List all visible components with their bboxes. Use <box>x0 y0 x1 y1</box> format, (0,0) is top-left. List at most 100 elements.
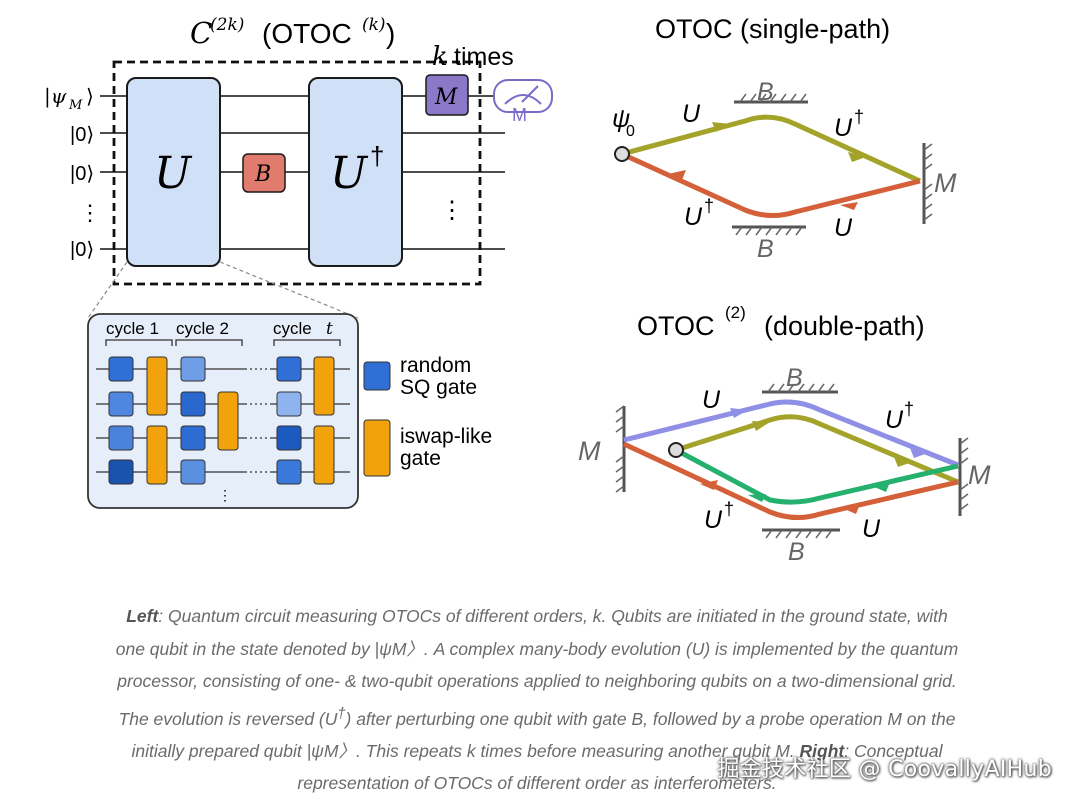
double-bottom-mirror <box>762 528 840 539</box>
svg-text:U: U <box>885 406 904 434</box>
sq-gates <box>108 356 302 485</box>
svg-text:(OTOC: (OTOC <box>262 18 352 49</box>
double-right-mirror <box>958 437 969 516</box>
svg-text:times: times <box>454 43 514 71</box>
measurement-meter-icon: M <box>493 79 553 125</box>
udag-gate-block <box>308 77 403 267</box>
caption-dagger: † <box>337 705 346 722</box>
caption-line1-text: : Quantum circuit measuring OTOCs of dif… <box>158 606 948 626</box>
svg-text:B: B <box>786 364 803 392</box>
u-gate-label: U <box>154 148 193 199</box>
svg-text:(double-path): (double-path) <box>764 311 925 341</box>
qubit-labels: |ψ M ⟩ |0⟩ |0⟩ |0⟩ ⋮ <box>44 84 101 261</box>
single-path-arrows <box>668 122 866 210</box>
circuit-title: C (2k) (OTOC (k) ) <box>190 15 395 50</box>
svg-text:U: U <box>834 214 853 242</box>
svg-text:U: U <box>862 515 881 543</box>
svg-text:(2): (2) <box>725 303 746 322</box>
psi0-node <box>614 146 630 162</box>
svg-text:C: C <box>190 16 212 50</box>
double-top-mirror <box>762 383 838 394</box>
svg-text:†: † <box>904 399 914 419</box>
svg-text:†: † <box>854 107 864 127</box>
caption-line-3: processor, consisting of one- & two-qubi… <box>117 671 957 691</box>
iswap-legend-swatch <box>363 419 391 477</box>
sq-legend-line2: SQ gate <box>400 376 477 399</box>
svg-text:M: M <box>68 98 83 113</box>
svg-text:B: B <box>757 235 774 263</box>
svg-text:): ) <box>386 18 395 49</box>
caption-line5a: initially prepared qubit |ψM〉. This repe… <box>131 740 800 761</box>
svg-text:(k): (k) <box>362 15 386 35</box>
caption-line-6: representation of OTOCs of different ord… <box>297 773 777 794</box>
svg-text:cycle 2: cycle 2 <box>176 319 229 338</box>
svg-text:⋮: ⋮ <box>79 200 101 225</box>
svg-text:U: U <box>704 506 723 534</box>
svg-text:M: M <box>968 460 991 490</box>
svg-text:(2k): (2k) <box>210 15 244 35</box>
sq-legend-line1: random <box>400 354 471 377</box>
k-times-box <box>112 60 482 286</box>
svg-text:B: B <box>788 538 805 566</box>
caption-line-4: The evolution is reversed (U†) after per… <box>0 698 1074 735</box>
double-left-mirror <box>615 405 626 493</box>
figure-caption: Left: Quantum circuit measuring OTOCs of… <box>0 600 1074 800</box>
svg-text:B: B <box>757 78 774 106</box>
svg-text:cycle 1: cycle 1 <box>106 319 159 338</box>
m-gate <box>425 74 469 116</box>
otoc-single-title: OTOC (single-path) <box>655 14 890 44</box>
cycle-brackets <box>105 339 341 346</box>
svg-text:cycle: cycle <box>273 319 312 338</box>
double-olive-path <box>675 414 959 485</box>
iswap-gates <box>146 356 335 485</box>
watermark: 掘金技术社区 @ CoovallyAIHub <box>717 757 1052 782</box>
u-gate-block <box>126 77 221 267</box>
svg-text:t: t <box>326 319 333 339</box>
svg-text:|0⟩: |0⟩ <box>70 124 94 146</box>
caption-right-label: Right <box>799 740 845 761</box>
double-labels: U U † B M M U † U B <box>578 364 991 566</box>
udag-gate-label: U <box>330 148 369 199</box>
single-olive-path <box>621 114 922 184</box>
m-gate-label: M <box>434 85 458 110</box>
svg-text:M: M <box>512 105 527 125</box>
single-labels: ψ 0 U U † B M U † U B <box>612 78 957 263</box>
svg-text:U: U <box>834 114 853 142</box>
single-right-mirror <box>922 143 933 224</box>
svg-text:ψ: ψ <box>612 105 630 133</box>
inset-dots: ⋮ <box>218 487 232 503</box>
svg-text:U: U <box>702 386 721 414</box>
zoom-lines <box>87 261 359 319</box>
svg-text:⟩: ⟩ <box>86 86 94 108</box>
double-blue-path <box>623 399 959 468</box>
iswap-legend-line1: iswap-like <box>400 425 492 448</box>
sq-gate-legend-swatch <box>363 361 391 391</box>
caption-line-2: one qubit in the state denoted by |ψM〉. … <box>115 638 959 659</box>
single-orange-path <box>620 151 921 218</box>
wire-dots: ⋮ <box>440 197 464 224</box>
otoc-double-title: OTOC (2) (double-path) <box>637 303 925 341</box>
svg-text:|0⟩: |0⟩ <box>70 163 94 185</box>
cycle-labels: cycle 1 cycle 2 cycle t <box>106 319 333 339</box>
svg-text:k: k <box>432 42 448 72</box>
iswap-legend-line2: gate <box>400 447 441 470</box>
caption-line5b: : Conceptual <box>844 740 943 761</box>
svg-text:†: † <box>704 196 714 216</box>
caption-line4a: The evolution is reversed (U <box>118 708 338 729</box>
figure-canvas: C (2k) (OTOC (k) ) k times |ψ M ⟩ |0⟩ |0… <box>44 14 991 566</box>
double-start-node <box>668 442 684 458</box>
svg-text:M: M <box>934 168 957 198</box>
caption-line-1: Left: Quantum circuit measuring OTOCs of… <box>0 600 1074 633</box>
caption-line-5: initially prepared qubit |ψM〉. This repe… <box>0 735 1074 768</box>
svg-text:U: U <box>684 203 703 231</box>
caption-left-label: Left <box>126 606 159 626</box>
k-times-label: k times <box>432 42 514 72</box>
single-bottom-mirror <box>732 225 806 236</box>
svg-text:U: U <box>682 100 701 128</box>
svg-text:†: † <box>724 499 734 519</box>
svg-text:OTOC: OTOC <box>637 311 715 341</box>
b-gate-label: B <box>254 162 271 187</box>
double-path-arrows <box>700 408 928 514</box>
b-gate <box>242 153 286 193</box>
svg-text:|ψ: |ψ <box>44 84 67 109</box>
